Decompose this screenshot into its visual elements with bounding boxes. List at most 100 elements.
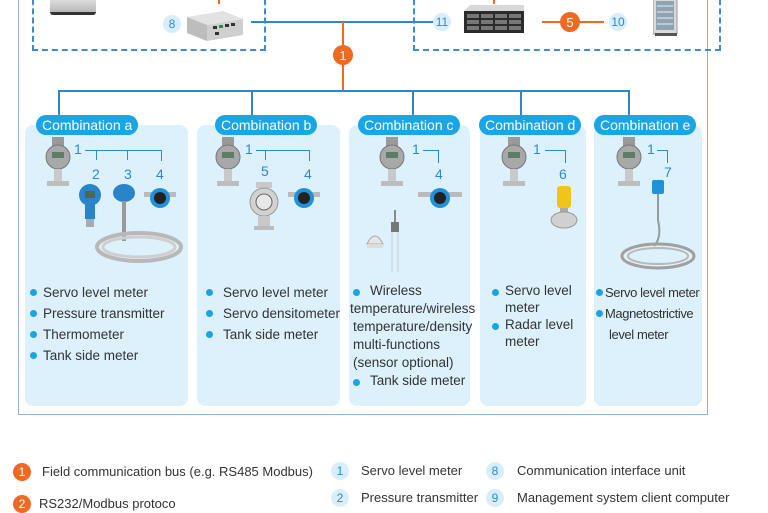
connector (545, 150, 566, 163)
list-item-continuation: meter (505, 300, 540, 315)
control-room-group (32, 0, 266, 51)
list-item-continuation: meter (505, 334, 540, 349)
storage-server-icon (462, 5, 526, 35)
connector (96, 150, 97, 160)
drop-c (412, 90, 414, 116)
legend-device-badge: 1 (331, 462, 349, 480)
list-item: Wireless (352, 282, 480, 300)
client-computer-icon (50, 0, 96, 15)
list-item-continuation: temperature/wireless (350, 301, 476, 316)
legend-protocol-badge: 1 (13, 463, 31, 481)
list-item: Tank side meter (29, 345, 189, 366)
connector (127, 150, 128, 160)
combination-e-label: Combination e (594, 115, 697, 135)
connector (423, 150, 439, 163)
list-item-continuation: multi-functions (353, 337, 441, 352)
legend-device-badge: 2 (331, 489, 349, 507)
legend-device-badge: 9 (486, 489, 504, 507)
list-item-continuation: temperature/density (353, 319, 473, 334)
device-number: 1 (412, 141, 420, 157)
field-bus-badge: 1 (333, 45, 353, 65)
device-number: 4 (156, 166, 164, 182)
tank-side-meter-icon (144, 188, 176, 208)
drop-a (58, 90, 60, 116)
servo-level-meter-icon (45, 137, 71, 186)
cabinet-badge: 10 (609, 13, 627, 31)
control-cabinet-icon (652, 0, 679, 36)
list-item: Tank side meter (352, 372, 480, 390)
tank-side-meter-icon (418, 188, 462, 208)
device-number: 1 (647, 141, 655, 157)
drop-b (251, 90, 253, 116)
communication-unit-icon (183, 7, 245, 43)
servo-level-meter-icon (215, 137, 241, 186)
drop-e (628, 90, 630, 116)
list-item-continuation: level meter (609, 327, 669, 342)
connector (85, 150, 162, 161)
server-group (413, 0, 721, 51)
legend-device-label: Management system client computer (517, 490, 730, 505)
combination-a-label: Combination a (36, 115, 139, 135)
connector (256, 150, 310, 161)
legend-protocol-badge: 2 (13, 495, 31, 513)
list-item: Servo level meter (595, 282, 710, 303)
legend-protocol-label: Field communication bus (e.g. RS485 Modb… (42, 464, 313, 479)
device-number: 1 (74, 141, 82, 157)
list-item: Tank side meter (205, 324, 355, 345)
device-number: 7 (664, 164, 672, 180)
combination-c-items: Wireless temperature/wireless temperatur… (350, 282, 480, 390)
combination-c-label: Combination c (358, 115, 460, 135)
device-number: 5 (261, 163, 269, 179)
connector (657, 150, 668, 163)
device-number: 1 (533, 141, 541, 157)
radar-level-meter-icon (550, 186, 578, 229)
list-item-continuation: (sensor optional) (353, 355, 454, 370)
legend-device-badge: 8 (486, 462, 504, 480)
magnetostrictive-level-meter-icon (620, 180, 696, 270)
device-number: 3 (124, 166, 132, 182)
device-number: 1 (245, 141, 253, 157)
server-badge: 11 (433, 13, 451, 31)
device-number: 6 (559, 166, 567, 182)
connector (265, 150, 266, 160)
servo-level-meter-icon (616, 137, 642, 186)
system-frame (18, 0, 708, 415)
combination-b-card (197, 125, 340, 406)
list-item: Pressure transmitter (29, 303, 189, 324)
legend-device-label: Pressure transmitter (361, 490, 479, 505)
device-number: 2 (92, 166, 100, 182)
tank-side-meter-icon (288, 188, 320, 208)
combination-d-card (480, 125, 586, 406)
pressure-transmitter-icon (79, 184, 101, 227)
list-item: Servo level meter (205, 282, 355, 303)
combination-c-card (349, 125, 470, 406)
servo-level-meter-icon (379, 137, 405, 186)
combination-d-label: Combination d (479, 115, 582, 135)
servo-densitometer-icon (249, 182, 279, 230)
list-item: Thermometer (29, 324, 189, 345)
list-item: Servo level meter (29, 282, 189, 303)
servo-level-meter-icon (501, 137, 527, 186)
distribution-bus (58, 90, 630, 92)
rs232-link (218, 0, 220, 4)
drop-d (520, 90, 522, 116)
list-item: Radar level (491, 316, 586, 333)
legend-protocol-label: RS232/Modbus protoco (39, 496, 176, 511)
combination-d-items: Servo level meter Radar level meter (491, 282, 586, 350)
wireless-temperature-sensor-icon (366, 210, 399, 272)
list-item: Servo densitometer (205, 303, 355, 324)
server-orange-uplink (493, 0, 495, 4)
bus-badge-5: 5 (560, 12, 580, 32)
communication-unit-badge: 8 (163, 15, 181, 33)
device-number: 4 (435, 166, 443, 182)
combination-a-card (25, 125, 188, 406)
list-item: Magnetostrictive (595, 303, 710, 324)
combination-a-items: Servo level meter Pressure transmitter T… (29, 282, 189, 366)
list-item: Servo level (491, 282, 586, 299)
combination-e-items: Servo level meter Magnetostrictive level… (595, 282, 710, 345)
combination-b-items: Servo level meter Servo densitometer Tan… (205, 282, 355, 345)
combination-b-label: Combination b (215, 115, 318, 135)
legend-device-label: Servo level meter (361, 463, 463, 478)
thermometer-icon (95, 184, 183, 263)
device-number: 4 (304, 166, 312, 182)
